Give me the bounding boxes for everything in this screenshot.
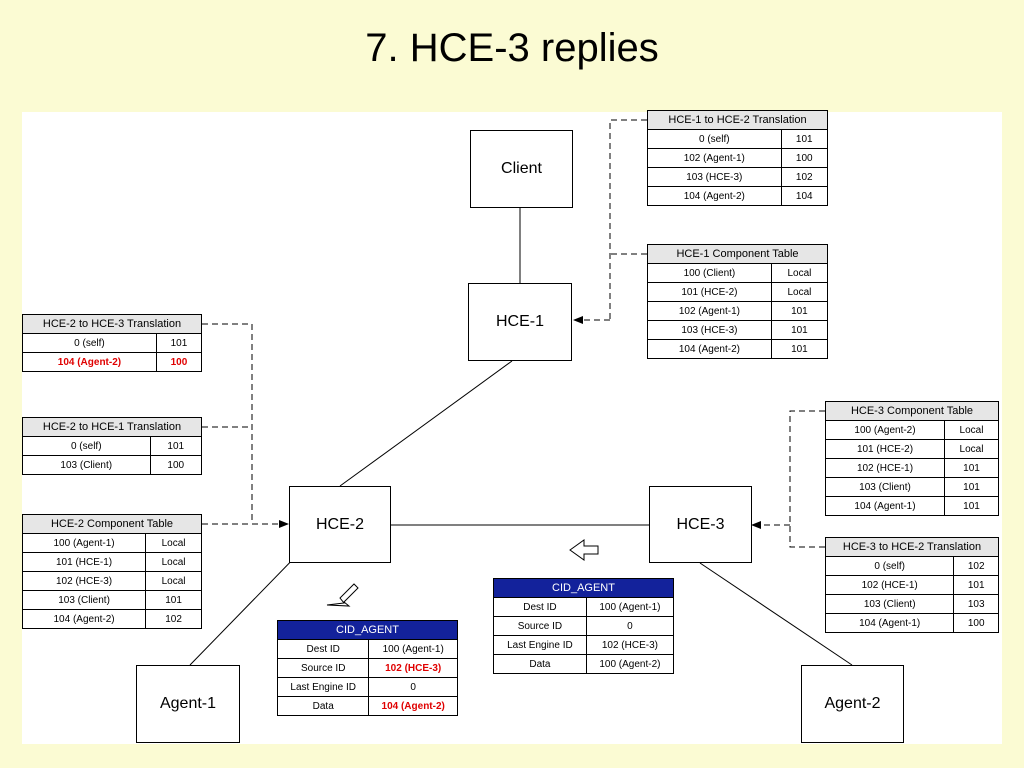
link-hce3-agent2 bbox=[699, 562, 853, 666]
table-row: 104 (Agent-2)101 bbox=[647, 339, 829, 359]
node-client: Client bbox=[470, 130, 573, 208]
table-row: 103 (HCE-3)102 bbox=[647, 167, 829, 187]
hollow-arrow-left bbox=[569, 539, 599, 561]
table-hce2-component: HCE-2 Component Table 100 (Agent-1)Local… bbox=[21, 514, 202, 629]
table-row: 101 (HCE-1)Local bbox=[21, 552, 202, 572]
table-row: 102 (Agent-1)100 bbox=[647, 148, 829, 168]
hollow-arrow-down-left bbox=[326, 583, 359, 607]
link-hce2-agent1 bbox=[189, 549, 303, 666]
table-row: 104 (Agent-2)102 bbox=[21, 609, 202, 629]
slide-title: 7. HCE-3 replies bbox=[365, 26, 659, 70]
table-row: 0 (self)102 bbox=[824, 556, 999, 576]
table-hce2-to-hce3-translation: HCE-2 to HCE-3 Translation 0 (self)101 1… bbox=[22, 314, 203, 372]
table-row: 103 (HCE-3)101 bbox=[647, 320, 829, 340]
table-row: 103 (Client)101 bbox=[824, 477, 999, 497]
table-hce1-component: HCE-1 Component Table 100 (Client)Local … bbox=[647, 244, 829, 359]
table-hce1-to-hce2-translation: HCE-1 to HCE-2 Translation 0 (self)101 1… bbox=[647, 110, 829, 206]
leader-hce3-tables bbox=[751, 410, 825, 548]
leader-hce1-tables bbox=[573, 119, 647, 324]
table-row: 104 (Agent-2)104 bbox=[647, 186, 829, 206]
table-row: 0 (self)101 bbox=[22, 333, 203, 353]
table-row: 102 (HCE-3)Local bbox=[21, 571, 202, 591]
table-hce3-to-hce2-translation: HCE-3 to HCE-2 Translation 0 (self)102 1… bbox=[824, 537, 999, 633]
table-row: 0 (self)101 bbox=[22, 436, 203, 456]
connector-layer bbox=[189, 119, 853, 666]
table-title: HCE-2 to HCE-1 Translation bbox=[22, 417, 202, 437]
table-row: 0 (self)101 bbox=[647, 129, 829, 149]
table-title: HCE-2 to HCE-3 Translation bbox=[22, 314, 202, 334]
table-row: 101 (HCE-2)Local bbox=[647, 282, 829, 302]
node-hce2: HCE-2 bbox=[289, 486, 391, 563]
table-row: 102 (Agent-1)101 bbox=[647, 301, 829, 321]
node-hce3: HCE-3 bbox=[649, 486, 752, 563]
leader-hce2-tables bbox=[202, 323, 289, 528]
table-row: 103 (Client)103 bbox=[824, 594, 999, 614]
diagram-canvas: Client HCE-1 HCE-2 HCE-3 Agent-1 Agent-2… bbox=[21, 110, 1002, 744]
node-agent2: Agent-2 bbox=[801, 665, 904, 743]
node-agent1: Agent-1 bbox=[136, 665, 240, 743]
table-title: HCE-1 Component Table bbox=[647, 244, 828, 264]
table-row: 102 (HCE-1)101 bbox=[824, 575, 999, 595]
table-row: 100 (Client)Local bbox=[647, 263, 829, 283]
table-hce3-component: HCE-3 Component Table 100 (Agent-2)Local… bbox=[824, 401, 999, 516]
message-title: CID_AGENT bbox=[493, 578, 674, 598]
table-row: 102 (HCE-1)101 bbox=[824, 458, 999, 478]
table-row: 104 (Agent-1)101 bbox=[824, 496, 999, 516]
node-hce1: HCE-1 bbox=[468, 283, 572, 361]
link-hce1-hce2 bbox=[339, 360, 513, 487]
table-title: HCE-3 to HCE-2 Translation bbox=[825, 537, 999, 557]
table-row: 104 (Agent-1)100 bbox=[824, 613, 999, 633]
table-row: 103 (Client)100 bbox=[22, 455, 203, 475]
table-row: 100 (Agent-2)Local bbox=[824, 420, 999, 440]
table-hce2-to-hce1-translation: HCE-2 to HCE-1 Translation 0 (self)101 1… bbox=[22, 417, 203, 475]
table-title: HCE-1 to HCE-2 Translation bbox=[647, 110, 828, 130]
message-title: CID_AGENT bbox=[277, 620, 458, 640]
table-title: HCE-2 Component Table bbox=[22, 514, 202, 534]
table-row: 103 (Client)101 bbox=[21, 590, 202, 610]
table-row: 104 (Agent-2)100 bbox=[22, 352, 203, 372]
table-row: 100 (Agent-1)Local bbox=[21, 533, 202, 553]
table-row: 101 (HCE-2)Local bbox=[824, 439, 999, 459]
table-title: HCE-3 Component Table bbox=[825, 401, 999, 421]
